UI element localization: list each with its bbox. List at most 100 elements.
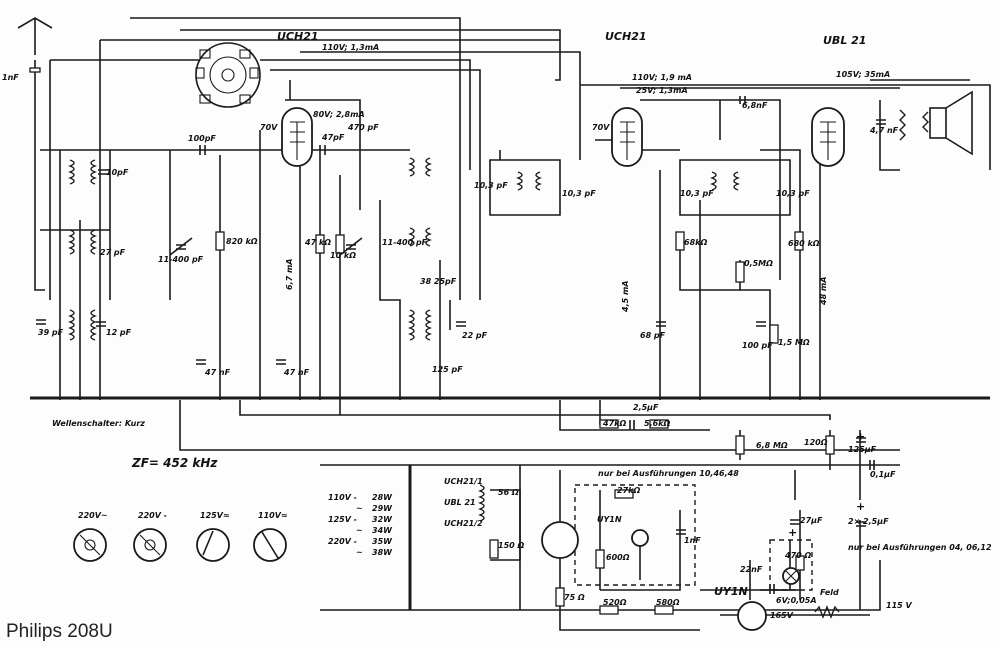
component-label: 28W <box>372 493 393 502</box>
component-labels: 1nF 10pF 27 pF 39 pF 12 pF 100pF 11-400 … <box>2 73 899 607</box>
component-label: 220V~ <box>78 511 108 520</box>
component-label: 820 kΩ <box>226 237 258 246</box>
component-label: 68kΩ <box>684 238 707 247</box>
component-label: 150 Ω <box>498 541 524 550</box>
component-label: ~ <box>356 526 363 535</box>
component-label: 11-400 pF <box>382 238 428 247</box>
label-v110-19: 110V; 1,9 mA <box>632 73 692 82</box>
component-label: 10 kΩ <box>330 251 356 260</box>
note-versions-top: nur bei Ausführungen 10,46,48 <box>598 469 739 478</box>
selector-plug-2 <box>133 528 167 562</box>
cap-ant <box>29 67 41 73</box>
label-uy1n-inner: UY1N <box>597 515 622 524</box>
rectifier-tube-icon <box>541 521 579 559</box>
label-v70-a: 70V <box>260 123 278 132</box>
component-label: 470 pF <box>347 123 379 132</box>
tube-uch21-b <box>611 107 643 167</box>
component-label: 580Ω <box>656 598 680 607</box>
component-label: 47 kΩ <box>304 238 331 247</box>
if-frequency: ZF= 452 kHz <box>131 456 218 470</box>
label-uch21-a: UCH21 <box>277 30 319 43</box>
component-label: 27µF <box>800 516 823 525</box>
selector-plug-4 <box>253 528 287 562</box>
heater-chain-labels: UCH21/1 UBL 21 UCH21/2 <box>444 477 483 528</box>
label-v115: 115 V <box>886 601 912 610</box>
component-label: + <box>788 526 797 539</box>
wave-switch-note: Wellenschalter: Kurz <box>52 419 145 428</box>
component-label: 470 Ω <box>784 551 811 560</box>
component-label: ~ <box>356 548 363 557</box>
component-label: 27 pF <box>100 248 126 257</box>
component-label: 12 pF <box>106 328 132 337</box>
label-ma67: 6,7 mA <box>285 259 294 290</box>
pilot-lamp-icon <box>782 567 800 585</box>
rectifier-small-icon <box>631 529 649 547</box>
speaker-icon <box>899 90 973 156</box>
tube-uch21-a <box>281 107 313 167</box>
component-label: 34W <box>372 526 393 535</box>
label-v165: 165V <box>770 611 794 620</box>
component-label: 35W <box>372 537 393 546</box>
selector-plug-1 <box>73 528 107 562</box>
component-label: + <box>856 430 865 443</box>
component-label: 10,3 pF <box>776 189 810 198</box>
voltage-labels: 110V; 1,3mA 80V; 2,8mA 110V; 1,9 mA 25V;… <box>260 43 912 620</box>
component-label: 75 Ω <box>564 593 585 602</box>
component-label: UCH21/2 <box>444 519 483 528</box>
component-label: 29W <box>372 504 393 513</box>
resistors <box>215 231 835 615</box>
component-label: 47 nF <box>283 368 310 377</box>
component-label: 6,8nF <box>742 101 768 110</box>
label-v110-13: 110V; 1,3mA <box>322 43 379 52</box>
component-label: 680 kΩ <box>788 239 820 248</box>
component-label: 1,5 MΩ <box>778 338 810 347</box>
component-label: 32W <box>372 515 393 524</box>
antenna-icon <box>17 17 53 55</box>
label-uy1n-outer: UY1N <box>714 585 748 598</box>
option-box-bottom <box>769 539 813 591</box>
coils <box>68 157 740 522</box>
component-label: 110V - <box>328 493 357 502</box>
tube-ubl21 <box>811 107 845 167</box>
component-label: 10pF <box>106 168 129 177</box>
component-label: ~ <box>356 504 363 513</box>
component-label: 38 25pF <box>420 277 457 286</box>
label-ubl21: UBL 21 <box>823 34 866 47</box>
field-coil <box>814 605 840 619</box>
component-label: 125V≈ <box>200 511 230 520</box>
component-label: 125V - <box>328 515 357 524</box>
component-label: 100pF <box>188 134 216 143</box>
component-label: 0,5MΩ <box>744 259 773 268</box>
label-ma48: 48 mA <box>819 277 828 306</box>
component-label: + <box>856 500 865 513</box>
capacitors <box>36 96 886 594</box>
component-label: 520Ω <box>603 598 627 607</box>
component-label: 47pF <box>321 133 345 142</box>
component-label: 600Ω <box>606 553 630 562</box>
component-label: 125 pF <box>432 365 463 374</box>
component-label: 11-400 pF <box>158 255 204 264</box>
note-versions-bottom: nur bei Ausführungen 04, 06,12 <box>848 543 992 552</box>
component-label: UCH21/1 <box>444 477 483 486</box>
wiring <box>30 17 991 631</box>
rectifier-uy1n-icon <box>737 601 767 631</box>
wave-switch-icon <box>195 42 261 108</box>
component-label: 10,3 pF <box>680 189 714 198</box>
component-label: 47kΩ <box>602 419 626 428</box>
component-label: 120Ω <box>804 438 828 447</box>
component-label: 220V - <box>328 537 357 546</box>
component-label: 1nF <box>2 73 19 82</box>
selector-labels: 220V~ 220V - 125V≈ 110V≈ <box>78 511 288 520</box>
power-table: 110V -28W ~29W 125V -32W ~34W 220V -35W … <box>328 493 393 557</box>
notes: Wellenschalter: Kurz ZF= 452 kHz nur bei… <box>52 419 992 552</box>
component-label: 27kΩ <box>617 486 640 495</box>
selector-plugs <box>73 528 287 562</box>
label-v70-b: 70V <box>592 123 610 132</box>
component-label: 100 pF <box>742 341 773 350</box>
component-label: UBL 21 <box>444 498 476 507</box>
component-label: 0,1µF <box>870 470 896 479</box>
component-label: 125µF <box>848 445 877 454</box>
component-label: 220V - <box>138 511 167 520</box>
component-label: 22nF <box>740 565 763 574</box>
